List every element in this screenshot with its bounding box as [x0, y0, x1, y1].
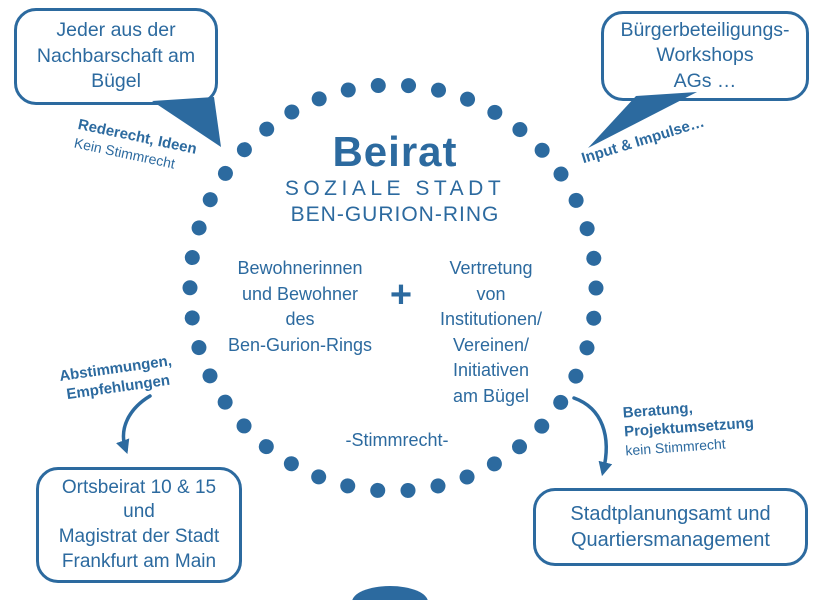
plus-sign: +: [389, 274, 413, 316]
dotted-circle: [182, 77, 604, 499]
circle-right-member-group: Vertretung von Institutionen/ Vereinen/ …: [439, 258, 543, 406]
bubble-top-left: Jeder aus der Nachbarschaft am Bügel: [14, 8, 218, 105]
annotation-bottom-right: Beratung, Projektumsetzung kein Stimmrec…: [622, 396, 756, 460]
bubble-top-right: Bürgerbeteiligungs- Workshops AGs …: [601, 11, 809, 101]
circle-left-member-group: Bewohnerinnen und Bewohner des Ben-Gurio…: [227, 258, 373, 355]
bubble-top-right-text: Bürgerbeteiligungs- Workshops AGs …: [620, 18, 790, 92]
bubble-bottom-right-text: Stadtplanungsamt und Quartiersmanagement: [570, 503, 771, 551]
bottom-decoration: [352, 586, 428, 600]
bubble-bottom-left-text: Ortsbeirat 10 & 15 und Magistrat der Sta…: [58, 476, 220, 572]
bubble-bottom-right: Stadtplanungsamt und Quartiersmanagement: [533, 488, 808, 566]
circle-subtitle-line2: BEN-GURION-RING: [290, 203, 500, 226]
circle-voting-note: -Stimmrecht-: [345, 430, 449, 450]
circle-subtitle-line1: SOZIALE STADT: [284, 177, 506, 200]
bubble-bottom-left: Ortsbeirat 10 & 15 und Magistrat der Sta…: [36, 467, 242, 583]
bubble-top-left-text: Jeder aus der Nachbarschaft am Bügel: [36, 19, 196, 93]
circle-title: Beirat: [332, 128, 458, 175]
